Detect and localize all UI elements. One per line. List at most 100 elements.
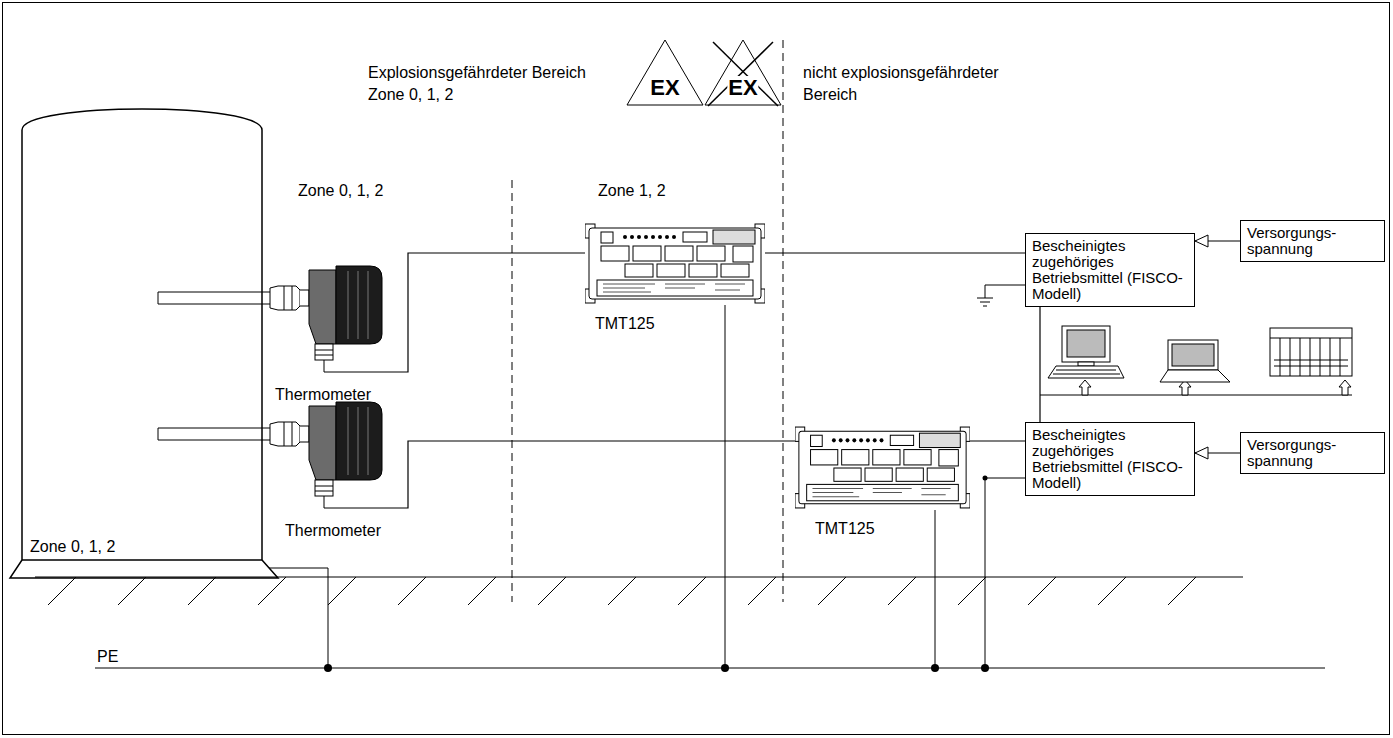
- tmt125-device: [689, 264, 717, 277]
- thermometer-head: [315, 350, 333, 355]
- tmt125-device: [721, 264, 749, 277]
- zone-label: Zone 0, 1, 2: [298, 180, 383, 202]
- tmt125-device: [939, 450, 958, 466]
- ex-triangle: [627, 40, 703, 105]
- pe-junction: [983, 476, 988, 481]
- tmt125-device: [651, 235, 655, 239]
- tmt125-device: [873, 450, 900, 465]
- thermometer-head: [300, 426, 309, 442]
- tmt125-device: [625, 264, 653, 277]
- tmt125-device: [733, 246, 753, 262]
- zone-separator: [783, 40, 784, 602]
- ex-triangle: [627, 40, 703, 105]
- tmt125-device: [799, 431, 966, 504]
- pe-junction: [721, 664, 729, 672]
- box-text: Bescheinigtes zugehöriges Betriebsmittel…: [1032, 238, 1188, 302]
- thermometer-head: [300, 262, 385, 378]
- thermometer-head: [336, 402, 382, 480]
- pe-junction: [981, 664, 989, 672]
- plc-icon: [1270, 338, 1352, 376]
- tmt125-device: [896, 468, 923, 481]
- tmt125-device: [880, 438, 884, 442]
- box-text: Versorgungs- spannung: [1247, 225, 1378, 257]
- zone-label: Zone 1, 2: [598, 180, 666, 202]
- supply-voltage-box: Versorgungs- spannung: [1240, 220, 1385, 262]
- non-ex-triangle: [713, 42, 778, 106]
- frame: [3, 3, 1390, 735]
- tank-outline: [8, 100, 288, 580]
- thermometer-head: [309, 270, 336, 344]
- thermometer-rod: [158, 292, 270, 304]
- laptop-icon: [1160, 370, 1230, 382]
- tmt125-device: [630, 235, 634, 239]
- pe-wiring: [725, 305, 726, 668]
- thermometer-head: [300, 290, 309, 306]
- tmt125-device: [919, 433, 960, 447]
- thermometer-rod: [158, 428, 270, 440]
- tmt125-device: [637, 235, 641, 239]
- connector-line: [1195, 240, 1240, 241]
- box-text: Versorgungs- spannung: [1247, 437, 1378, 469]
- thermometer-head: [315, 344, 333, 360]
- fisco-equipment-box: Bescheinigtes zugehöriges Betriebsmittel…: [1025, 422, 1195, 496]
- pc-icon: [1078, 362, 1094, 366]
- laptop-icon: [1168, 340, 1218, 370]
- area-label: Explosionsgefährdeter Bereich Zone 0, 1,…: [368, 62, 608, 106]
- tmt125-device: [713, 230, 755, 244]
- pc-icon: [1048, 366, 1124, 378]
- pe-wiring: [985, 285, 1025, 298]
- tmt125-device: [597, 280, 753, 296]
- connector-line: [385, 253, 585, 372]
- tmt125-device: [904, 450, 931, 465]
- tmt125-device: [697, 246, 725, 261]
- tmt125-device: [890, 435, 913, 445]
- ex-symbol: EX: [727, 76, 758, 100]
- tmt125-device: [589, 228, 761, 299]
- fisco-equipment-box: Bescheinigtes zugehöriges Betriebsmittel…: [1025, 233, 1195, 307]
- plc-icon: [1270, 328, 1352, 376]
- laptop-icon: [1160, 340, 1230, 382]
- pe-junction: [324, 476, 989, 673]
- pe-wiring: [95, 668, 1325, 669]
- ground-hatch: [48, 577, 1196, 605]
- connector-line: [385, 441, 795, 508]
- pe-wiring: [935, 510, 936, 668]
- tmt125-device: [811, 450, 838, 465]
- tmt125-device: [585, 222, 765, 305]
- part-label: Thermometer: [285, 520, 381, 542]
- thermometer: Thermometer: [300, 398, 385, 514]
- pc-icon: [1067, 330, 1105, 357]
- tmt125-device: [811, 435, 823, 446]
- tmt125-device: [873, 438, 877, 442]
- tmt125-device: [665, 246, 693, 261]
- thermometer-head: [315, 486, 333, 491]
- pe-wiring: [985, 478, 1025, 668]
- fieldbus: [1079, 380, 1091, 395]
- tmt125-device: [657, 264, 685, 277]
- area-label: nicht explosionsgefährdeter Bereich: [803, 62, 1018, 106]
- zone-separator: [512, 40, 783, 602]
- non-ex-triangle: [705, 40, 781, 105]
- tmt125-device: [658, 235, 662, 239]
- tmt125-device: [927, 468, 954, 481]
- tmt125-device: [859, 438, 863, 442]
- connector-line: [970, 440, 1025, 441]
- tmt125-device: [683, 232, 707, 242]
- tmt125-device: [807, 484, 959, 500]
- ex-symbol: EX: [649, 76, 680, 100]
- tank-outline: [10, 560, 278, 578]
- part-label: Zone 0, 1, 2: [30, 536, 115, 558]
- connector-line: [765, 252, 1025, 253]
- pe-wiring: [977, 298, 993, 306]
- thermometer-head: [315, 480, 333, 496]
- tmt125-device: [603, 284, 745, 292]
- fieldbus: [1339, 380, 1351, 395]
- ground-hatch: [35, 577, 1243, 605]
- connector-line: [1039, 307, 1040, 422]
- thermometer-rod: [270, 422, 300, 446]
- plc-icon: [1274, 360, 1348, 366]
- tmt125-device: [846, 438, 850, 442]
- pc-icon: [1062, 326, 1110, 362]
- thermometer-head: [324, 496, 385, 508]
